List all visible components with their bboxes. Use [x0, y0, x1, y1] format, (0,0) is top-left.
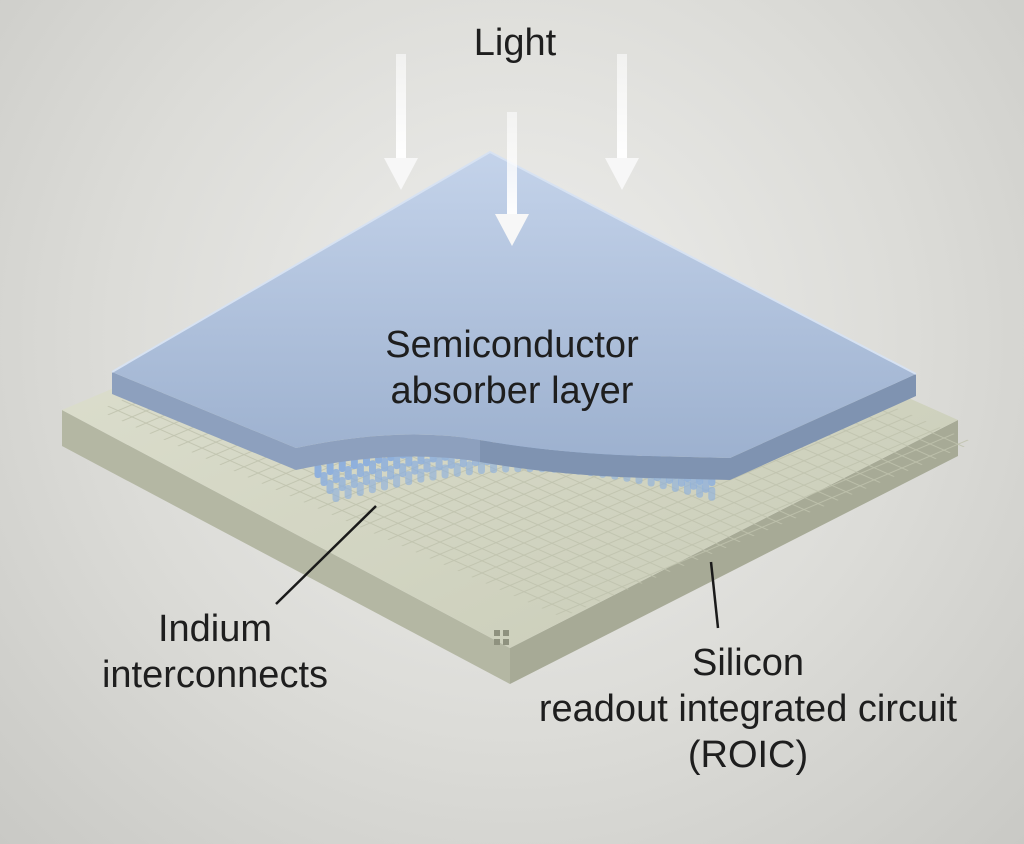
- absorber-top: [112, 152, 916, 458]
- indium-bump: [374, 468, 382, 483]
- light-arrows: [384, 54, 639, 246]
- roic-label-line: readout integrated circuit: [538, 688, 958, 730]
- indium-bump: [399, 463, 407, 478]
- indium-bump: [368, 479, 376, 494]
- indium-bump: [423, 458, 431, 473]
- indium-bump: [441, 464, 449, 479]
- indium-bump: [708, 486, 716, 501]
- indium-bump: [356, 482, 364, 497]
- indium-label: Indium interconnects: [70, 606, 360, 698]
- light-arrow-icon: [605, 54, 639, 190]
- indium-bump: [690, 475, 698, 490]
- indium-bump: [411, 460, 419, 475]
- absorber-layer: [111, 150, 917, 480]
- roic-label-line: Silicon: [692, 642, 804, 684]
- indium-bump: [453, 462, 461, 477]
- absorber-label: Semiconductor absorber layer: [322, 322, 702, 414]
- roic-label: Silicon readout integrated circuit (ROIC…: [478, 640, 1018, 778]
- roic-leader-line: [709, 561, 720, 629]
- indium-bump: [338, 477, 346, 492]
- indium-label-line: interconnects: [101, 654, 328, 696]
- indium-bump: [326, 480, 334, 494]
- indium-leader-line: [275, 505, 377, 605]
- indium-bump: [314, 464, 322, 478]
- absorber-side-right: [480, 374, 916, 480]
- indium-bump: [696, 483, 704, 498]
- indium-bump: [320, 472, 328, 486]
- light-arrow-icon: [495, 112, 529, 246]
- indium-bump: [380, 476, 388, 491]
- indium-bump: [362, 471, 370, 486]
- indium-bump: [368, 460, 376, 475]
- indium-bump: [326, 461, 334, 476]
- light-arrow-icon: [384, 54, 418, 190]
- indium-bump: [684, 480, 692, 495]
- roic-corner-pads: [494, 630, 509, 645]
- roic-label-line: (ROIC): [687, 734, 809, 776]
- indium-bump: [477, 460, 485, 475]
- indium-bump: [465, 461, 473, 476]
- indium-bump: [659, 475, 667, 490]
- indium-bump: [356, 463, 364, 478]
- indium-bump: [417, 468, 425, 483]
- indium-bump: [429, 466, 437, 481]
- indium-bump: [435, 456, 443, 471]
- indium-bump: [332, 469, 340, 484]
- indium-bump: [332, 488, 340, 502]
- indium-bump: [387, 465, 395, 480]
- absorber-side-left: [112, 372, 480, 470]
- absorber-label-line: Semiconductor: [385, 324, 639, 366]
- indium-bump: [344, 466, 352, 481]
- indium-bump: [344, 485, 352, 500]
- indium-bump: [381, 457, 389, 472]
- indium-bump: [350, 474, 358, 489]
- indium-bump: [393, 455, 401, 470]
- indium-bump: [702, 478, 710, 493]
- indium-bump: [405, 471, 413, 486]
- absorber-label-line: absorber layer: [390, 370, 634, 412]
- roic-substrate-side-left: [62, 410, 510, 684]
- indium-label-line: Indium: [157, 608, 273, 650]
- indium-bump: [671, 477, 679, 492]
- light-label: Light: [473, 22, 557, 64]
- indium-bump: [393, 473, 401, 488]
